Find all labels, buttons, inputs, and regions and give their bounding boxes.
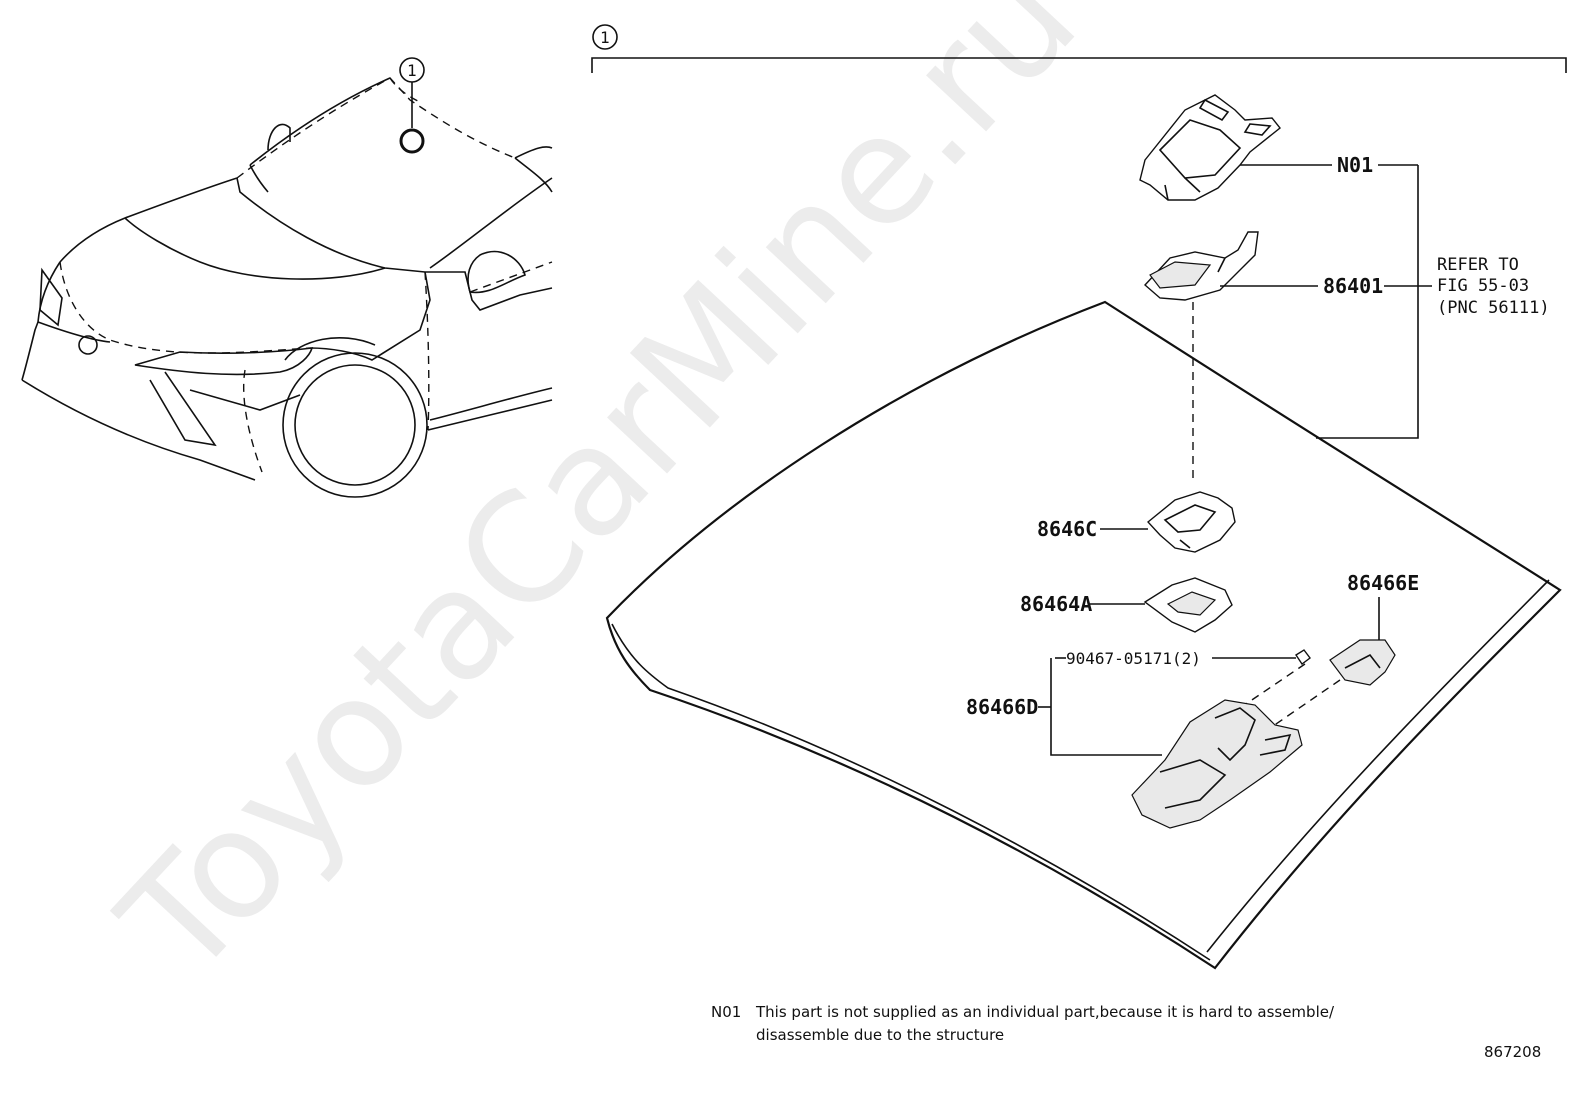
part-86464a-plate: 86464A [1020, 577, 1233, 633]
figure-number: 867208 [1484, 1043, 1541, 1061]
svg-text:86466E: 86466E [1347, 571, 1419, 595]
part-86401-bracket: 86401 [1143, 231, 1432, 301]
svg-text:N01: N01 [1337, 153, 1373, 177]
svg-text:REFER TO: REFER TO [1437, 255, 1519, 275]
svg-text:(PNC 56111): (PNC 56111) [1437, 298, 1550, 318]
part-90467-clip: 90467-05171(2) [1066, 649, 1341, 736]
windshield-glass [605, 300, 1562, 970]
svg-text:8646C: 8646C [1037, 517, 1097, 541]
footnote: N01 This part is not supplied as an indi… [711, 1003, 1335, 1044]
svg-text:FIG 55-03: FIG 55-03 [1437, 276, 1529, 296]
sensor-location-marker [399, 128, 425, 154]
left-callout: 1 [399, 57, 425, 154]
svg-text:86464A: 86464A [1020, 592, 1092, 616]
svg-text:86466D: 86466D [966, 695, 1038, 719]
svg-text:86401: 86401 [1323, 274, 1383, 298]
part-8646c-bracket: 8646C [1037, 491, 1236, 553]
part-86466d-camera-cover: 86466D [966, 657, 1303, 829]
refer-bracket: REFER TO FIG 55-03 (PNC 56111) [1316, 165, 1550, 439]
svg-text:disassemble due to the structu: disassemble due to the structure [756, 1026, 1004, 1044]
svg-text:N01: N01 [711, 1003, 741, 1021]
watermark: ToyotaCarMine.ru [88, 0, 1110, 1010]
svg-text:1: 1 [600, 28, 610, 47]
svg-text:1: 1 [407, 61, 417, 80]
svg-text:90467-05171(2): 90467-05171(2) [1066, 649, 1201, 668]
part-86466e-cover: 86466E [1329, 571, 1419, 686]
svg-text:ToyotaCarMine.ru: ToyotaCarMine.ru [88, 0, 1110, 1010]
assembly-bracket: 1 [591, 24, 1567, 73]
svg-text:This part is not supplied as a: This part is not supplied as an individu… [755, 1003, 1335, 1021]
part-n01-bracket: N01 [1139, 94, 1418, 201]
car-overview-illustration [21, 77, 553, 498]
